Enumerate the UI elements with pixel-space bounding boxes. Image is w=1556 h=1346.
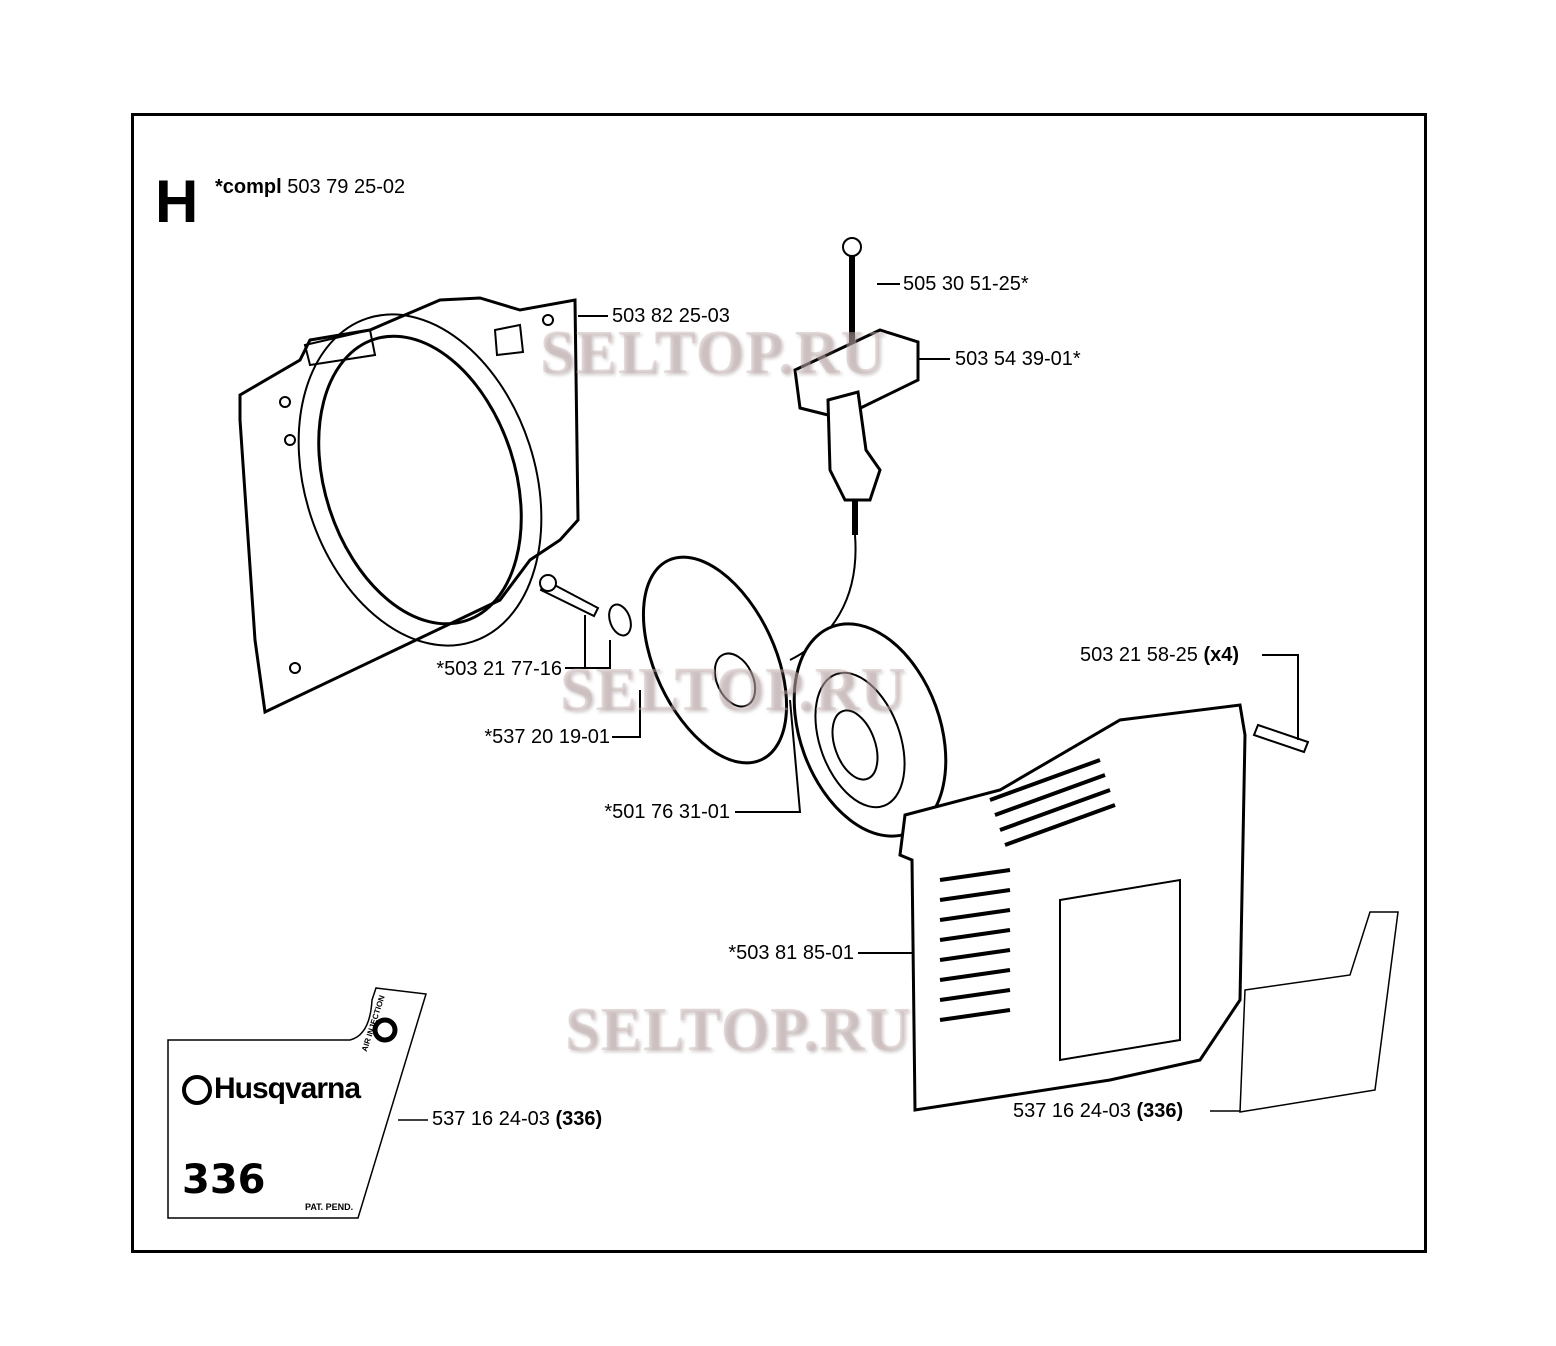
starter-cover-drawing <box>858 654 1310 1112</box>
decal-model: 336 <box>182 1157 266 1203</box>
watermark: SELTOP.RU <box>540 319 887 387</box>
air-injection-icon <box>372 1017 398 1043</box>
diagram-frame <box>131 113 1427 1253</box>
part-label-starter-cover: *503 81 85-01 <box>728 942 854 964</box>
compl-prefix: *compl <box>215 176 282 198</box>
part-qty: (x4) <box>1203 644 1240 666</box>
watermark: SELTOP.RU <box>565 996 912 1064</box>
decal-right-drawing <box>1239 911 1399 1113</box>
recoil-spring-drawing <box>735 622 948 838</box>
screw-washer-drawing <box>539 574 632 669</box>
pulley-drawing <box>612 555 789 765</box>
part-label-pulley: *537 20 19-01 <box>484 726 610 748</box>
starter-handle-drawing <box>789 237 950 661</box>
decal-patent: PAT. PEND. <box>305 1202 354 1212</box>
part-label-decal-right: 537 16 24-03 <box>1013 1100 1131 1122</box>
watermark: SELTOP.RU <box>560 656 907 724</box>
part-label-screw: 503 21 58-25 <box>1080 644 1198 666</box>
starter-housing-drawing <box>238 296 608 715</box>
part-label-starter-cord: 505 30 51-25* <box>903 273 1029 295</box>
part-model: (336) <box>1136 1100 1184 1122</box>
part-label-recoil-spring: *501 76 31-01 <box>604 801 730 823</box>
part-label-starter-handle: 503 54 39-01* <box>955 348 1081 370</box>
part-label-screw-washer: *503 21 77-16 <box>436 658 562 680</box>
section-letter: H <box>155 168 199 235</box>
decal-brand: Husqvarna <box>214 1072 361 1105</box>
decal-left-drawing <box>167 987 427 1219</box>
compl-number: 503 79 25-02 <box>287 176 406 198</box>
husqvarna-logo-icon <box>182 1075 212 1105</box>
part-label-decal-left: 537 16 24-03 <box>432 1108 550 1130</box>
part-model: (336) <box>555 1108 603 1130</box>
part-label-starter-housing: 503 82 25-03 <box>612 305 730 327</box>
